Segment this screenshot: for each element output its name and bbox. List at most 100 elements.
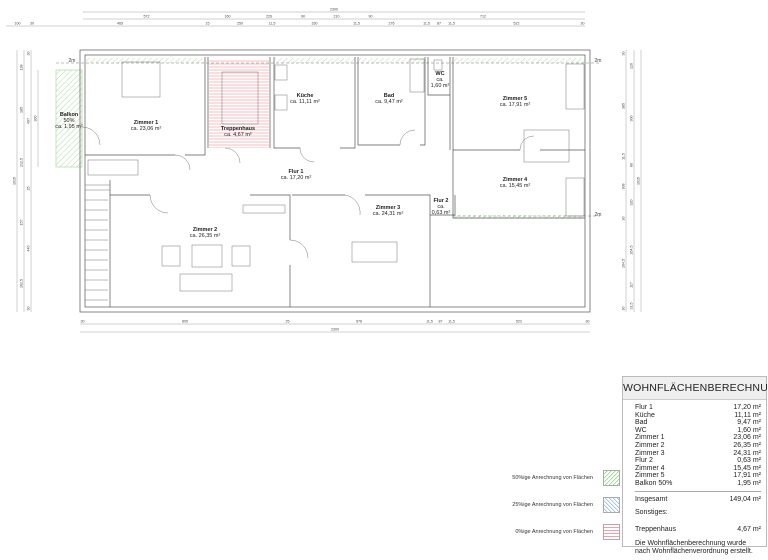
dimension-label: 160 — [225, 15, 231, 19]
row-value: 17,20 m² — [733, 404, 761, 411]
dimension-label: 300 — [630, 116, 634, 122]
height-marker-right: 2m — [595, 58, 602, 64]
row-value: 1,95 m² — [737, 479, 761, 487]
dimension-label: 100 — [15, 22, 21, 26]
walls — [79, 49, 591, 313]
legend-label: 0%ige Anrechnung von Flächen — [515, 529, 593, 535]
dimension-label: 162,5 — [20, 279, 24, 288]
dimension-label: 157 — [20, 220, 24, 226]
legend-swatch — [603, 524, 620, 540]
dimension-label: 440 — [27, 246, 31, 252]
row-value: 4,67 m² — [737, 526, 761, 534]
dimension-label: 1015 — [13, 177, 17, 185]
area-row: Zimmer 4 15,45 m² — [635, 465, 761, 473]
dimension-label: 212,5 — [20, 158, 24, 167]
bathtub-icon — [409, 58, 425, 93]
dimension-label: 185 — [20, 107, 24, 113]
room-area-zimmer5: ca. 17,91 m² — [500, 102, 531, 108]
legend-item: 50%ige Anrechnung von Flächen — [480, 470, 620, 486]
room-area-bad: ca. 9,47 m² — [375, 99, 403, 105]
row-value: 17,91 m² — [733, 472, 761, 480]
dimension-label: 522 — [514, 22, 520, 26]
row-label: Balkon 50% — [635, 479, 673, 487]
bed-icon — [121, 61, 161, 98]
dimension-label: 30 — [27, 307, 31, 311]
dimension-label: 11,5 — [353, 22, 360, 26]
sink-icon — [274, 94, 288, 111]
dimension-label: 11,5 — [448, 22, 455, 26]
armchair-icon — [161, 245, 181, 267]
room-area-zimmer1: ca. 23,06 m² — [131, 126, 162, 132]
balkon-hatch — [55, 69, 83, 168]
dimension-label: 126 — [630, 63, 634, 69]
sofa-icon — [179, 273, 233, 292]
row-value: 24,31 m² — [733, 449, 761, 457]
dimension-label: 276 — [389, 22, 395, 26]
dimension-label: 805 — [182, 320, 188, 324]
hatched-areas — [55, 58, 585, 219]
stairs-icon — [221, 71, 259, 125]
room-info-flur2: ca. — [437, 204, 445, 210]
row-label: Treppenhaus — [635, 526, 676, 534]
dimension-label: 30 — [81, 320, 85, 324]
area-row: Balkon 50% 1,95 m² — [635, 480, 761, 488]
dimension-label: 320 — [630, 200, 634, 206]
dimension-label: 30 — [622, 217, 626, 221]
room-name-zimmer3: Zimmer 3 — [376, 205, 400, 211]
table-icon — [191, 244, 223, 268]
row-value: 26,35 m² — [733, 441, 761, 449]
legend-label: 50%ige Anrechnung von Flächen — [512, 475, 593, 481]
row-label: Zimmer 1 — [635, 434, 665, 442]
dimension-label: 308 — [622, 184, 626, 190]
legend-item: 25%ige Anrechnung von Flächen — [480, 497, 620, 513]
room-name-treppenhaus: Treppenhaus — [221, 126, 255, 132]
dimension-label: 522 — [516, 320, 522, 324]
dimension-label: 30 — [622, 52, 626, 56]
dimension-label: 210 — [334, 15, 340, 19]
dimension-label: 11,5 — [622, 153, 626, 160]
row-value: 15,45 m² — [733, 464, 761, 472]
row-value: 23,06 m² — [733, 434, 761, 442]
dimension-label: 90 — [301, 15, 305, 19]
row-label: Küche — [635, 411, 655, 419]
room-name-zimmer5: Zimmer 5 — [503, 96, 527, 102]
dimension-label: 264,5 — [630, 246, 634, 255]
dimension-label: 30 — [581, 22, 585, 26]
row-label: Zimmer 4 — [635, 464, 665, 472]
row-label: Insgesamt — [635, 495, 668, 503]
room-area-flur2: 0,63 m² — [432, 210, 451, 216]
height-marker-right2: 2m — [595, 212, 602, 218]
dimension-label: 138 — [20, 65, 24, 71]
height-marker-left: 2m — [69, 58, 76, 64]
room-name-balkon: Balkon — [60, 112, 79, 118]
slope-hatch-z4 — [454, 215, 585, 219]
room-area-zimmer3: ca. 24,31 m² — [373, 211, 404, 217]
other-label: Sonstiges: — [635, 509, 668, 517]
row-label: Flur 2 — [635, 457, 653, 465]
dimension-label: 11,5 — [426, 320, 433, 324]
room-name-flur1: Flur 1 — [289, 169, 304, 175]
room-info-wc: ca. — [436, 77, 444, 83]
room-area-kueche: ca. 11,11 m² — [290, 99, 320, 105]
dimension-label: 30 — [586, 320, 590, 324]
dimension-label: 15 — [206, 22, 210, 26]
dimension-label: 1015 — [637, 177, 641, 185]
dimension-label: 117 — [630, 282, 634, 288]
dimension-label: 87 — [439, 320, 443, 324]
room-name-wc: WC — [435, 71, 444, 77]
slope-hatch-z1 — [86, 58, 204, 63]
row-value: 0,63 m² — [737, 457, 761, 465]
legend-item: 0%ige Anrechnung von Flächen — [480, 524, 620, 540]
dimension-label: 465 — [117, 22, 123, 26]
doors — [81, 126, 535, 259]
area-calculation-table: WOHNFLÄCHENBERECHNUNG Flur 117,20 m²Küch… — [622, 376, 768, 555]
dimension-label: 30 — [30, 22, 34, 26]
row-label: Bad — [635, 419, 648, 427]
room-area-wc: 1,60 m² — [431, 83, 450, 89]
room-name-flur2: Flur 2 — [434, 198, 449, 204]
